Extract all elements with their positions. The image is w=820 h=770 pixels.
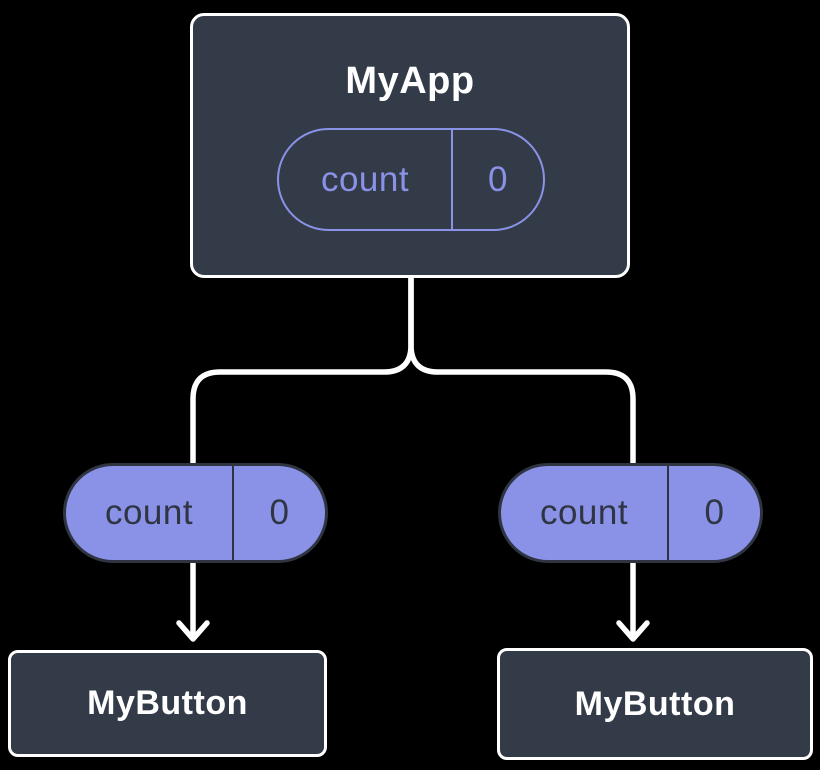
- prop-value-label: 0: [269, 493, 290, 532]
- prop-name: count: [66, 466, 232, 560]
- prop-pill-right: count 0: [498, 463, 763, 563]
- prop-value: 0: [667, 466, 760, 560]
- myapp-state-pill: count 0: [277, 128, 545, 231]
- arrowhead-right-icon: [616, 620, 650, 642]
- arrowhead-left-icon: [176, 620, 210, 642]
- prop-pill-left: count 0: [63, 463, 328, 563]
- mybutton-node-right: MyButton: [497, 648, 813, 760]
- mybutton-node-left: MyButton: [8, 650, 327, 757]
- mybutton-title: MyButton: [574, 684, 736, 723]
- branch-left-connector: [190, 273, 414, 637]
- prop-name: count: [501, 466, 667, 560]
- myapp-title: MyApp: [345, 60, 475, 102]
- state-value: 0: [451, 130, 543, 229]
- mybutton-title: MyButton: [87, 684, 248, 722]
- prop-name-label: count: [539, 493, 629, 532]
- prop-name-label: count: [104, 493, 194, 532]
- myapp-node: MyApp count 0: [190, 13, 630, 278]
- branch-right-connector: [408, 273, 636, 637]
- state-value-label: 0: [488, 159, 508, 199]
- prop-value-label: 0: [704, 493, 725, 532]
- state-name: count: [279, 130, 451, 229]
- prop-value: 0: [232, 466, 325, 560]
- state-name-label: count: [320, 159, 410, 199]
